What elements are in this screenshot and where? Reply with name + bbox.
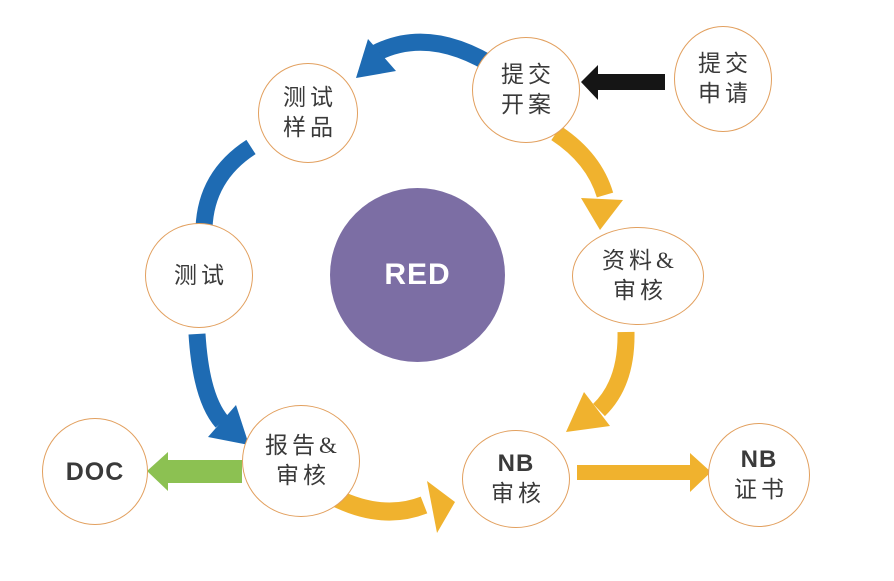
node-test-sample: 测试 样品	[258, 63, 358, 163]
node-report-review: 报告& 审核	[242, 405, 360, 517]
node-label-line: 样品	[283, 115, 337, 140]
arrow-submit-case-to-data-review-shaft	[551, 125, 614, 198]
node-label-line: 测试	[174, 262, 228, 288]
node-label-line: 开案	[501, 92, 555, 117]
node-label-line: NB	[497, 450, 535, 477]
node-label-line: NB	[740, 446, 778, 473]
arrow-test-to-report-review-shaft	[188, 333, 229, 428]
node-test: 测试	[145, 223, 253, 328]
arrow-test-to-report-review-head	[208, 405, 249, 445]
node-label-line: 报告&	[265, 433, 341, 458]
node-submit-case: 提交 开案	[472, 37, 580, 143]
arrow-test-sample-to-test	[195, 139, 256, 229]
node-label-line: 审核	[613, 278, 667, 303]
arrow-report-review-to-nb-review-shaft	[332, 489, 428, 521]
arrow-submit-case-to-test-sample-head	[356, 39, 396, 78]
arrow-data-review-to-nb-review-shaft	[592, 331, 635, 417]
node-label-line: 申请	[698, 81, 752, 106]
arrow-report-review-to-nb-review-head	[427, 481, 455, 533]
node-label-line: 审核	[491, 481, 545, 506]
node-label-line: DOC	[65, 457, 125, 486]
node-label-line: 提交	[698, 51, 752, 76]
center-label: RED	[384, 258, 451, 291]
arrow-nb-review-to-nb-certificate	[577, 453, 711, 492]
node-label-line: 测试	[283, 85, 337, 110]
node-data-review: 资料& 审核	[572, 227, 704, 325]
node-label-line: 提交	[501, 62, 555, 87]
arrow-report-review-to-doc	[147, 452, 242, 491]
arrow-submit-case-to-data-review-head	[581, 198, 623, 230]
arrow-data-review-to-nb-review-head	[566, 392, 610, 432]
node-label-line: 证书	[734, 477, 788, 502]
node-submit-application: 提交 申请	[674, 26, 772, 132]
node-nb-review: NB 审核	[462, 430, 570, 528]
node-label-line: 审核	[276, 463, 330, 488]
node-nb-certificate: NB 证书	[708, 423, 810, 527]
arrow-submit-application-to-submit-case	[581, 65, 665, 100]
node-doc: DOC	[42, 418, 148, 525]
node-label-line: 资料&	[602, 248, 678, 273]
node-red-center: RED	[330, 188, 505, 362]
